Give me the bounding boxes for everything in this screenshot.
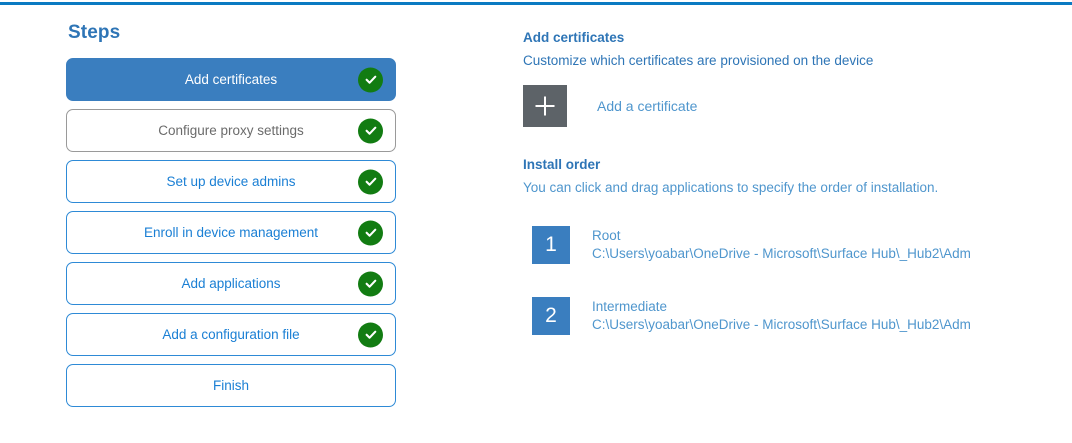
check-icon — [358, 118, 383, 143]
add-certificate-button[interactable]: Add a certificate — [597, 98, 698, 114]
order-item-name: Root — [592, 228, 621, 244]
order-item-text: Intermediate C:\Users\yoabar\OneDrive - … — [592, 298, 1040, 334]
order-item-text: Root C:\Users\yoabar\OneDrive - Microsof… — [592, 227, 1040, 263]
sidebar-item-configure-proxy-settings[interactable]: Configure proxy settings — [66, 109, 396, 152]
sidebar-item-label: Set up device admins — [166, 174, 296, 189]
check-icon — [358, 169, 383, 194]
sidebar-item-finish[interactable]: Finish — [66, 364, 396, 407]
steps-title: Steps — [68, 22, 121, 43]
order-item-name: Intermediate — [592, 299, 668, 315]
check-icon — [358, 220, 383, 245]
steps-sidebar: Steps Add certificates Configure proxy s… — [66, 22, 398, 415]
sidebar-item-label: Enroll in device management — [143, 225, 319, 240]
list-item[interactable]: 2 Intermediate C:\Users\yoabar\OneDrive … — [523, 297, 1063, 335]
plus-icon[interactable] — [523, 85, 567, 127]
page-subtitle: Customize which certificates are provisi… — [523, 53, 874, 68]
top-accent-rule — [0, 2, 1072, 5]
order-number-badge: 1 — [532, 226, 570, 264]
page-title: Add certificates — [523, 30, 625, 45]
order-item-path: C:\Users\yoabar\OneDrive - Microsoft\Sur… — [592, 246, 971, 261]
check-icon — [358, 67, 383, 92]
sidebar-item-label: Add certificates — [184, 72, 278, 87]
sidebar-item-add-a-configuration-file[interactable]: Add a configuration file — [66, 313, 396, 356]
sidebar-item-label: Configure proxy settings — [158, 123, 304, 138]
sidebar-item-label: Finish — [212, 378, 249, 393]
install-order-description: You can click and drag applications to s… — [523, 180, 939, 195]
order-item-path: C:\Users\yoabar\OneDrive - Microsoft\Sur… — [592, 317, 971, 332]
sidebar-item-add-applications[interactable]: Add applications — [66, 262, 396, 305]
check-icon — [358, 322, 383, 347]
sidebar-item-set-up-device-admins[interactable]: Set up device admins — [66, 160, 396, 203]
sidebar-item-enroll-in-device-management[interactable]: Enroll in device management — [66, 211, 396, 254]
detail-pane: Add certificates Customize which certifi… — [523, 30, 1063, 368]
sidebar-item-label: Add a configuration file — [162, 327, 300, 342]
order-number-badge: 2 — [532, 297, 570, 335]
install-order-list: 1 Root C:\Users\yoabar\OneDrive - Micros… — [523, 226, 1063, 335]
check-icon — [358, 271, 383, 296]
list-item[interactable]: 1 Root C:\Users\yoabar\OneDrive - Micros… — [523, 226, 1063, 264]
install-order-section: Install order You can click and drag app… — [523, 157, 1063, 335]
sidebar-item-label: Add applications — [181, 276, 281, 291]
add-certificate-row: Add a certificate — [523, 85, 1063, 127]
install-order-heading: Install order — [523, 157, 601, 172]
sidebar-item-add-certificates[interactable]: Add certificates — [66, 58, 396, 101]
